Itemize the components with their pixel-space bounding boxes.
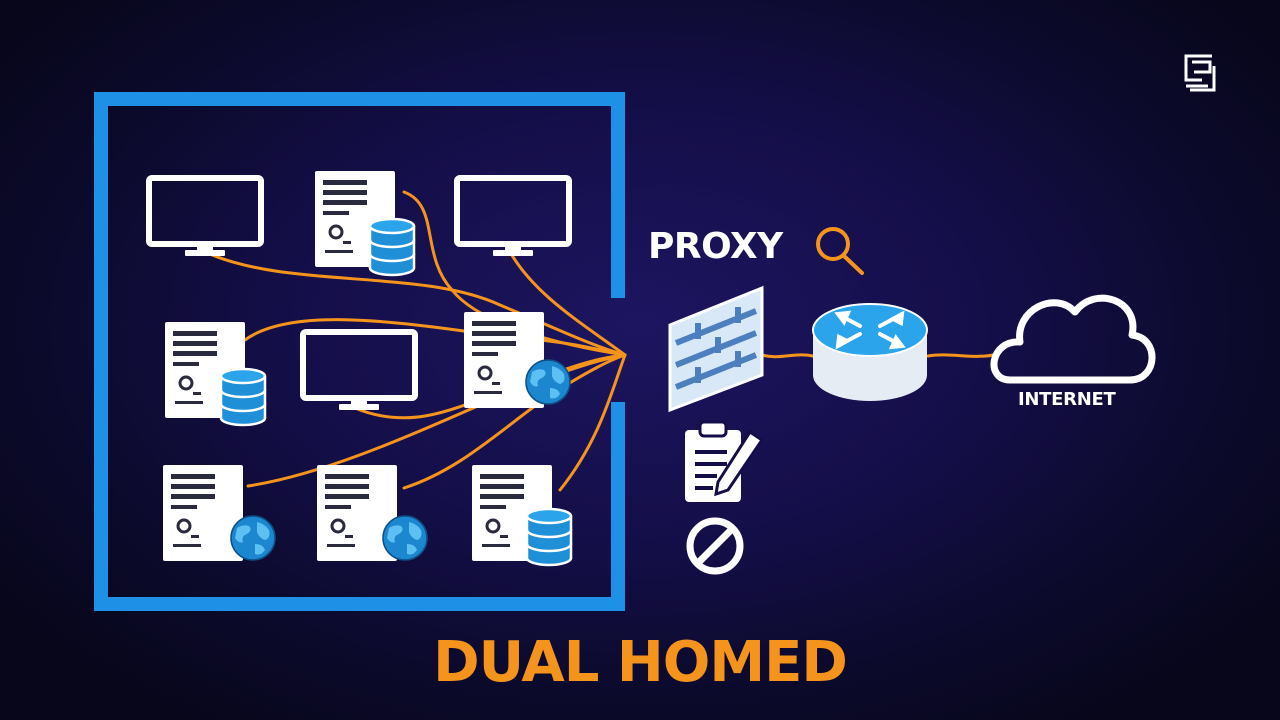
server-web-3	[315, 463, 428, 563]
server-db-3	[470, 463, 573, 567]
server-web-2	[161, 463, 276, 563]
server-db-1	[313, 169, 416, 277]
link-server-db-3	[558, 353, 627, 492]
globe-icon	[230, 515, 276, 561]
monitor-3	[303, 332, 415, 410]
link-server-web-2	[246, 353, 627, 488]
server-web-1	[462, 310, 571, 410]
proxy-label: PROXY	[648, 226, 783, 267]
cloud-icon	[990, 294, 1156, 384]
database-icon	[219, 367, 267, 427]
link-monitor-1	[203, 250, 627, 357]
link-monitor-2	[508, 250, 627, 357]
cs-logo-icon	[1184, 54, 1216, 92]
caption-title: DUAL HOMED	[433, 630, 848, 695]
globe-icon	[382, 515, 428, 561]
firewall-icon	[668, 285, 764, 413]
link-router-cloud	[926, 352, 1000, 358]
globe-icon	[525, 359, 571, 405]
monitor-2	[457, 178, 569, 256]
link-firewall-router	[760, 353, 815, 359]
database-icon	[525, 507, 573, 567]
magnifier-icon	[816, 227, 864, 275]
database-icon	[368, 217, 416, 277]
network-perimeter	[94, 92, 625, 611]
no-symbol-icon	[686, 517, 744, 575]
router-icon	[812, 303, 928, 401]
monitor-1	[149, 178, 261, 256]
internet-label: INTERNET	[1018, 389, 1116, 410]
clipboard-pen-icon	[685, 420, 765, 502]
